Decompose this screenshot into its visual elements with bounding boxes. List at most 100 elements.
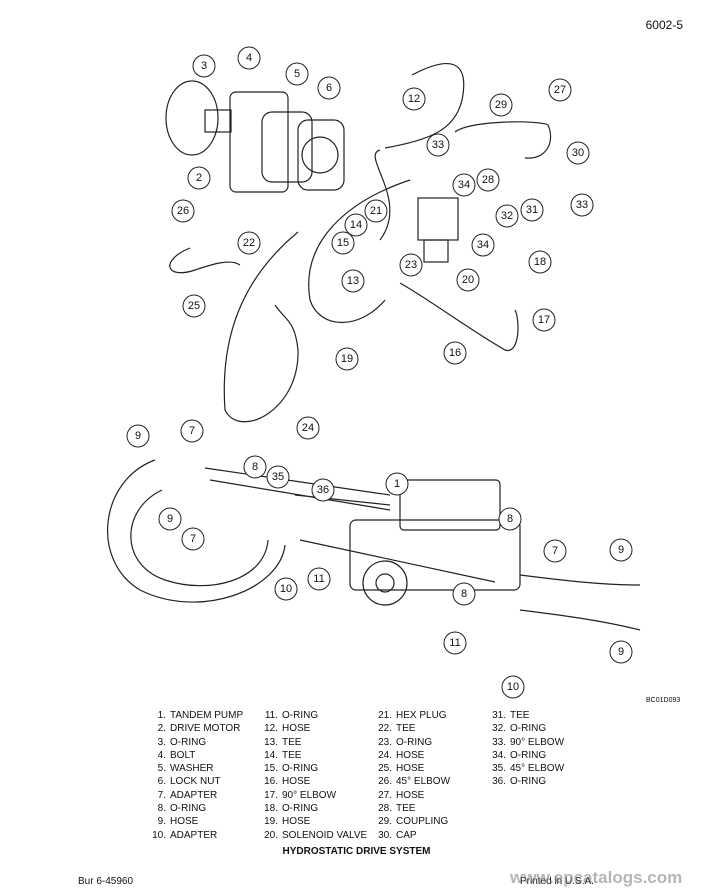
svg-text:9: 9: [618, 544, 624, 556]
legend-item: 26.45° ELBOW: [378, 776, 451, 788]
svg-text:17: 17: [538, 314, 550, 326]
svg-text:13: 13: [347, 275, 359, 287]
callout-11: 11: [307, 567, 331, 591]
svg-text:25: 25: [188, 300, 200, 312]
svg-text:22: 22: [243, 237, 255, 249]
legend-column-1: 1.TANDEM PUMP 2.DRIVE MOTOR 3.O-RING 4.B…: [150, 709, 243, 842]
svg-text:23: 23: [405, 259, 417, 271]
svg-text:34: 34: [458, 179, 470, 191]
legend-item: 7.ADAPTER: [157, 789, 218, 801]
legend-item: 8.O-RING: [157, 803, 207, 815]
callout-2: 2: [187, 166, 211, 190]
callout-9d: 9: [609, 640, 633, 664]
svg-text:9: 9: [618, 646, 624, 658]
legend-item: 22.TEE: [378, 723, 416, 735]
svg-text:27: 27: [554, 84, 566, 96]
callout-25: 25: [182, 294, 206, 318]
callout-24: 24: [296, 416, 320, 440]
svg-text:16: 16: [449, 347, 461, 359]
callout-9: 9: [126, 424, 150, 448]
legend-item: 2.DRIVE MOTOR: [157, 723, 241, 735]
watermark: www.epcatalogs.com: [510, 868, 683, 887]
callout-29: 29: [489, 93, 513, 117]
legend-item: 21.HEX PLUG: [378, 710, 447, 721]
callout-15: 15: [331, 231, 355, 255]
svg-text:7: 7: [552, 545, 558, 557]
svg-text:12: 12: [408, 93, 420, 105]
legend-item: 12.HOSE: [264, 723, 311, 735]
callout-23: 23: [399, 253, 423, 277]
footer-printed-in: Printed in U.S.A.: [520, 876, 594, 887]
hydrostatic-drive-diagram: 1 2 3 4 5 6 7 7 7 8 8 8 9 9 9 9 10 10 11…: [107, 46, 641, 699]
legend-item: 18.O-RING: [264, 803, 319, 815]
callout-35: 35: [266, 465, 290, 489]
svg-text:18: 18: [534, 256, 546, 268]
callout-22: 22: [237, 231, 261, 255]
svg-text:5: 5: [294, 68, 300, 80]
callout-6: 6: [317, 76, 341, 100]
legend-column-4: 31.TEE 32.O-RING 33.90° ELBOW 34.O-RING …: [490, 709, 564, 789]
svg-text:10: 10: [280, 583, 292, 595]
svg-text:34: 34: [477, 239, 489, 251]
legend-item: 32.O-RING: [492, 723, 547, 735]
callout-8b: 8: [498, 507, 522, 531]
legend-item: 6.LOCK NUT: [157, 776, 221, 788]
legend-item: 23.O-RING: [378, 736, 433, 748]
callout-33b: 33: [570, 193, 594, 217]
svg-text:11: 11: [449, 637, 460, 649]
legend-item: 30.CAP: [378, 829, 417, 841]
legend-item: 33.90° ELBOW: [492, 736, 565, 748]
legend-column-2: 11.O-RING 12.HOSE 13.TEE 14.TEE 15.O-RIN…: [262, 709, 367, 842]
legend-item: 17.90° ELBOW: [264, 789, 337, 801]
legend-item: 31.TEE: [492, 710, 530, 721]
legend-item: 20.SOLENOID VALVE: [264, 829, 368, 841]
callout-17: 17: [532, 308, 556, 332]
svg-text:28: 28: [482, 174, 494, 186]
callout-27: 27: [548, 78, 572, 102]
legend-item: 15.O-RING: [264, 763, 319, 775]
svg-text:4: 4: [246, 52, 252, 64]
legend-item: 9.HOSE: [157, 816, 199, 828]
svg-text:8: 8: [507, 513, 513, 525]
svg-text:11: 11: [313, 573, 324, 585]
callout-13: 13: [341, 269, 365, 293]
callout-16: 16: [443, 341, 467, 365]
svg-text:24: 24: [302, 422, 314, 434]
callout-28: 28: [476, 168, 500, 192]
footer-document-number: Bur 6-45960: [78, 876, 134, 887]
legend-item: 27.HOSE: [378, 789, 425, 801]
callout-12: 12: [402, 87, 426, 111]
callout-19: 19: [335, 347, 359, 371]
legend-item: 24.HOSE: [378, 749, 425, 761]
svg-text:9: 9: [135, 430, 141, 442]
svg-text:33: 33: [432, 139, 444, 151]
svg-text:8: 8: [252, 461, 258, 473]
callout-34: 34: [452, 173, 476, 197]
legend-column-3: 21.HEX PLUG 22.TEE 23.O-RING 24.HOSE 25.…: [376, 709, 450, 842]
figure-caption: HYDROSTATIC DRIVE SYSTEM: [282, 846, 431, 857]
legend-item: 28.TEE: [378, 803, 416, 815]
svg-text:20: 20: [462, 274, 474, 286]
callout-32: 32: [495, 204, 519, 228]
legend-item: 13.TEE: [264, 736, 302, 748]
legend-item: 34.O-RING: [492, 749, 547, 761]
svg-text:7: 7: [189, 425, 195, 437]
svg-text:8: 8: [461, 588, 467, 600]
callout-10b: 10: [501, 675, 525, 699]
legend-item: 29.COUPLING: [378, 816, 449, 828]
svg-text:29: 29: [495, 99, 507, 111]
svg-text:10: 10: [507, 681, 519, 693]
svg-text:31: 31: [526, 204, 538, 216]
svg-text:35: 35: [272, 471, 284, 483]
svg-text:1: 1: [394, 478, 400, 490]
callout-21: 21: [364, 199, 388, 223]
legend-item: 35.45° ELBOW: [492, 763, 565, 775]
callout-8c: 8: [452, 582, 476, 606]
callout-11b: 11: [443, 631, 467, 655]
callout-31: 31: [520, 198, 544, 222]
svg-text:26: 26: [177, 205, 189, 217]
callout-20: 20: [456, 268, 480, 292]
legend-item: 36.O-RING: [492, 776, 547, 788]
svg-text:21: 21: [370, 205, 382, 217]
callout-30: 30: [566, 141, 590, 165]
